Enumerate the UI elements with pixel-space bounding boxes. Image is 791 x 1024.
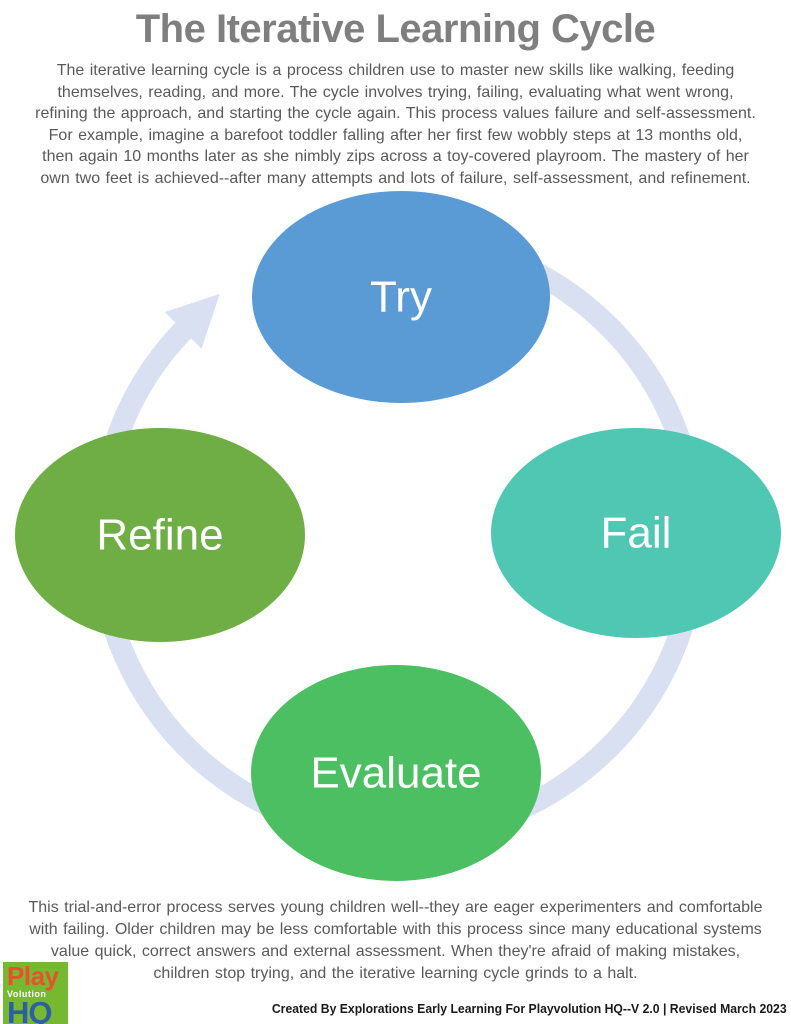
evaluate-label: Evaluate — [310, 749, 481, 798]
intro-paragraph: The iterative learning cycle is a proces… — [35, 62, 756, 187]
node-evaluate: Evaluate — [251, 665, 541, 881]
fail-label: Fail — [601, 509, 672, 558]
evaluate-ellipse — [251, 665, 541, 881]
try-ellipse — [252, 191, 550, 403]
credit-line: Created By Explorations Early Learning F… — [272, 1001, 787, 1016]
playvolution-hq-logo: Play Volution HQ — [3, 962, 68, 1024]
node-try: Try — [252, 191, 550, 403]
refine-label: Refine — [96, 511, 223, 560]
node-refine: Refine — [15, 428, 305, 642]
logo-volution-text: Volution — [7, 989, 47, 999]
logo-play-text: Play — [7, 962, 59, 991]
refine-ellipse — [15, 428, 305, 642]
node-fail: Fail — [491, 428, 781, 638]
fail-ellipse — [491, 428, 781, 638]
try-label: Try — [370, 273, 432, 322]
page-title: The Iterative Learning Cycle — [135, 7, 656, 51]
logo-hq-text: HQ — [7, 995, 53, 1024]
iterative-learning-cycle-diagram: Try Fail Evaluate Refine — [0, 190, 791, 890]
cycle-diagram-svg: Try Fail Evaluate Refine — [15, 191, 781, 881]
outro-paragraph: This trial-and-error process serves youn… — [28, 899, 763, 982]
